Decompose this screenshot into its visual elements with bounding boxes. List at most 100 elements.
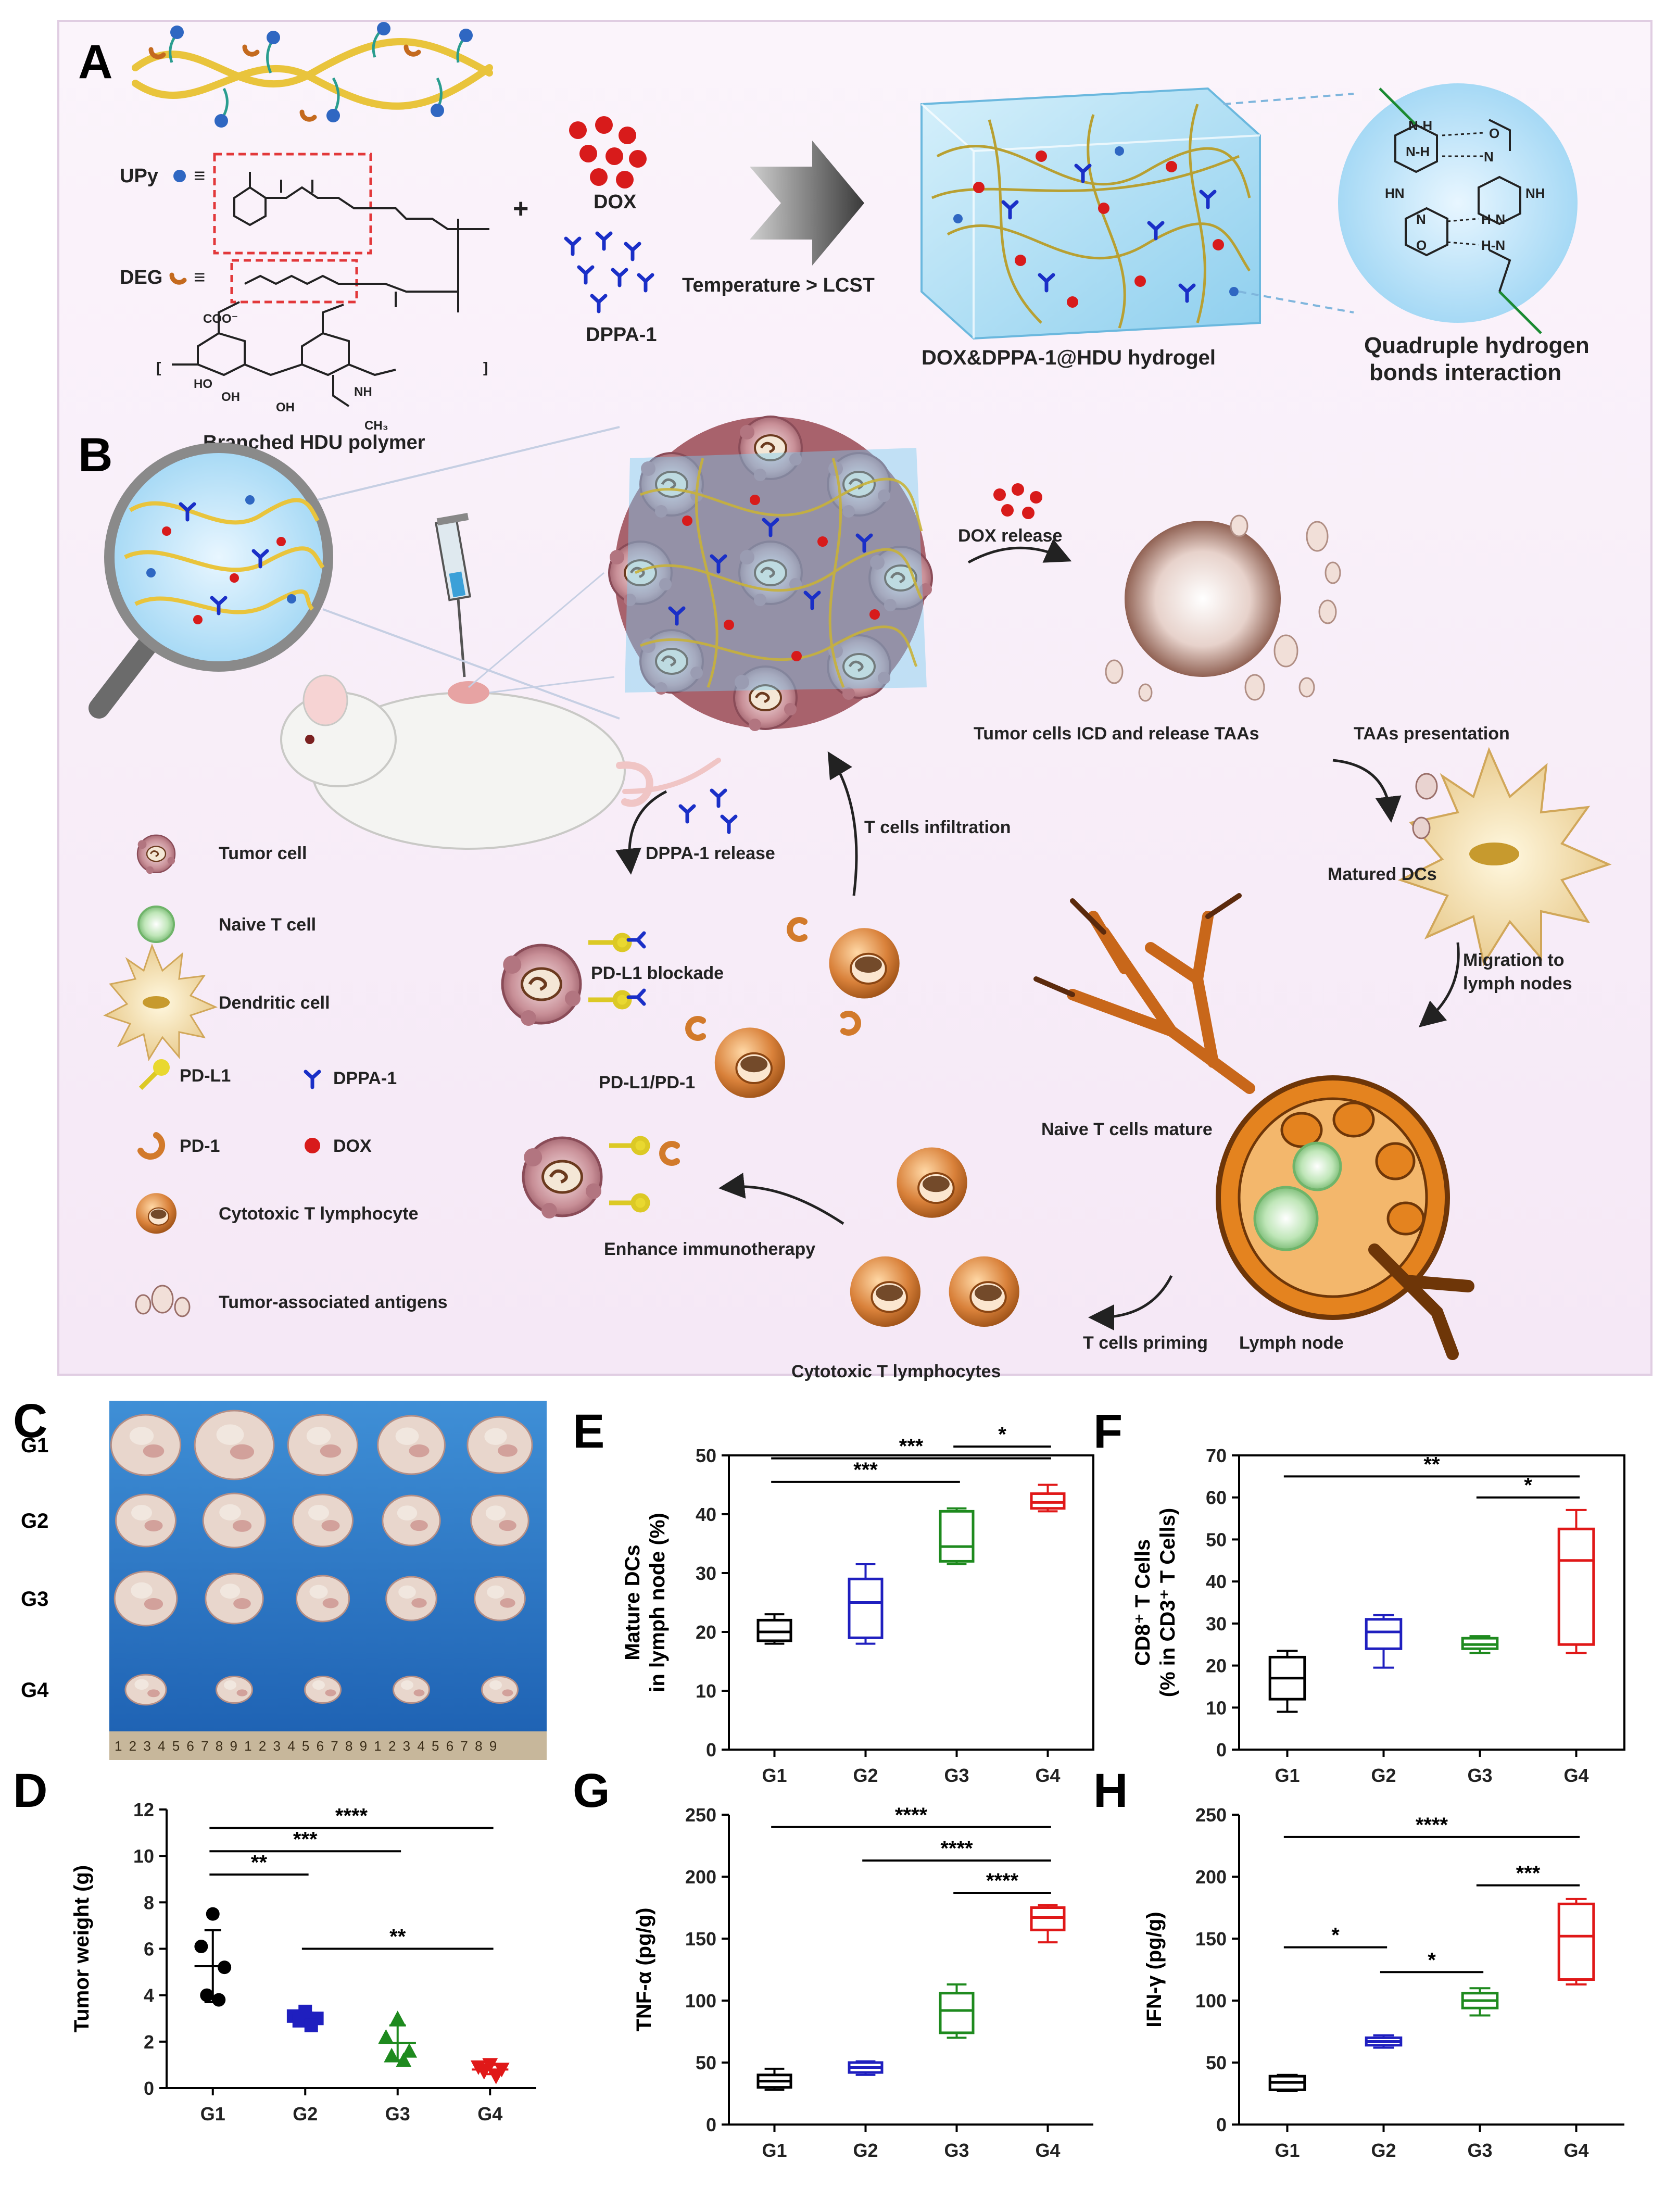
significance-label: * — [1524, 1474, 1532, 1497]
photo-group-label: G4 — [21, 1679, 49, 1702]
pdl1-blockade-label: PD-L1 blockade — [591, 963, 724, 983]
svg-text:COO⁻: COO⁻ — [203, 312, 238, 326]
y-tick-label: 40 — [1206, 1571, 1227, 1592]
x-tick-label: G2 — [1371, 1765, 1396, 1786]
matured-dc-illustration — [1397, 747, 1612, 966]
x-tick-label: G3 — [385, 2103, 410, 2125]
box-body — [756, 1618, 792, 1642]
x-tick-label: G3 — [944, 1765, 969, 1786]
tumor-specimen-vessel — [325, 1689, 336, 1696]
x-tick-label: G2 — [853, 2140, 878, 2161]
taas-arrow — [1332, 759, 1402, 823]
svg-text:O: O — [1489, 125, 1499, 141]
tumor-specimen-vessel — [411, 1598, 427, 1608]
significance-label: * — [998, 1423, 1006, 1446]
x-tick-label: G3 — [944, 2140, 969, 2161]
plot-frame — [728, 1454, 1094, 1751]
tumor-specimen-highlight — [131, 1505, 152, 1520]
magnifier-illustration — [89, 443, 333, 719]
transition-arrow — [750, 141, 864, 266]
x-tick-label: G1 — [200, 2103, 225, 2125]
x-tick-label: G1 — [1275, 1765, 1300, 1786]
y-tick-label: 20 — [1206, 1655, 1227, 1677]
svg-text:N: N — [1416, 211, 1426, 227]
tumor-icd-label: Tumor cells ICD and release TAAs — [974, 724, 1259, 744]
tumor-specimen-highlight — [487, 1585, 504, 1599]
photo-group-label: G1 — [21, 1434, 48, 1457]
svg-text:N-H: N-H — [1408, 118, 1432, 133]
significance-label: *** — [899, 1435, 924, 1458]
matured-dcs-label: Matured DCs — [1328, 864, 1437, 884]
tumor-specimen — [385, 1576, 437, 1622]
tumor-specimen-highlight — [306, 1427, 331, 1446]
chem-atom-labels: COO⁻ HO OH OH NH CH₃ [ ] — [156, 312, 488, 433]
y-tick-label: 50 — [696, 1445, 716, 1466]
pdl1-pd1-interaction-illustration — [502, 917, 901, 1218]
tumor-specimen-vessel — [144, 1598, 163, 1610]
significance-label: *** — [1516, 1862, 1541, 1885]
panel-c-letter: C — [13, 1394, 47, 1448]
svg-text:N-H: N-H — [1406, 144, 1430, 159]
upy-label: UPy — [120, 165, 158, 187]
tumor-specimen — [124, 1674, 167, 1706]
y-tick-label: 0 — [706, 1739, 716, 1761]
tumor-specimen — [113, 1570, 178, 1627]
data-point — [200, 1988, 214, 2002]
tumor-specimen-vessel — [321, 1520, 340, 1531]
y-tick-label: 200 — [1195, 1866, 1227, 1888]
panel-letter: D — [13, 1764, 47, 1817]
y-tick-label: 10 — [696, 1680, 716, 1702]
svg-text:HO: HO — [194, 377, 212, 391]
tumor-specimen — [110, 1414, 182, 1476]
dppa-release-label: DPPA-1 release — [646, 844, 775, 863]
tumor-specimen-highlight — [397, 1505, 418, 1521]
data-point — [194, 1940, 208, 1954]
priming-arrow — [1088, 1275, 1173, 1330]
tumor-specimen-highlight — [220, 1583, 241, 1599]
tumor-specimen-highlight — [131, 1582, 153, 1599]
tumor-specimen-vessel — [499, 1520, 516, 1531]
y-tick-label: 2 — [144, 2031, 154, 2053]
y-tick-label: 150 — [1195, 1928, 1227, 1950]
svg-text:NH: NH — [1525, 185, 1545, 201]
y-tick-label: 200 — [685, 1866, 716, 1888]
box-body — [1557, 1902, 1595, 1981]
panel-c: C 1 2 3 4 5 6 7 8 9 1 2 3 4 5 6 7 8 9 1 … — [13, 1394, 547, 1760]
y-tick-label: 0 — [1216, 1739, 1227, 1761]
legend-naive-t: Naive T cell — [219, 915, 316, 935]
deg-symbol-icon — [169, 272, 187, 285]
hydrogel-block-illustration — [920, 87, 1261, 340]
zoom-cone-lines — [317, 426, 620, 720]
box-body — [1365, 1618, 1403, 1650]
tumor-specimen-highlight — [312, 1680, 325, 1690]
tumor-specimen — [377, 1415, 446, 1475]
ruler — [109, 1731, 547, 1760]
infiltration-label: T cells infiltration — [864, 818, 1011, 837]
tumor-specimen — [216, 1676, 253, 1704]
x-tick-label: G2 — [1371, 2140, 1396, 2161]
x-tick-label: G4 — [1563, 1765, 1588, 1786]
svg-text:OH: OH — [221, 390, 240, 404]
dox-label: DOX — [594, 191, 637, 213]
y-tick-label: 20 — [696, 1622, 716, 1643]
hbond-label-line1: Quadruple hydrogen — [1364, 333, 1590, 358]
x-tick-label: G2 — [853, 1765, 878, 1786]
box-body — [939, 1510, 975, 1563]
migration-arrow — [1418, 942, 1460, 1028]
significance-label: **** — [940, 1837, 973, 1860]
tumor-specimen-highlight — [216, 1424, 244, 1445]
data-point — [378, 2029, 394, 2044]
tumor-specimen — [393, 1676, 430, 1704]
tumor-specimen-vessel — [147, 1689, 160, 1698]
data-point — [488, 2069, 504, 2084]
legend-dendritic-icon — [103, 943, 218, 1061]
data-point — [384, 2047, 400, 2063]
y-tick-label: 100 — [685, 1990, 716, 2012]
y-axis-label: CD8⁺ T Cells(% in CD3⁺ T Cells) — [1131, 1508, 1179, 1697]
x-tick-label: G4 — [1035, 2140, 1060, 2161]
tumor-specimen-highlight — [398, 1585, 416, 1599]
x-tick-label: G2 — [293, 2103, 318, 2125]
y-tick-label: 50 — [696, 2052, 716, 2073]
